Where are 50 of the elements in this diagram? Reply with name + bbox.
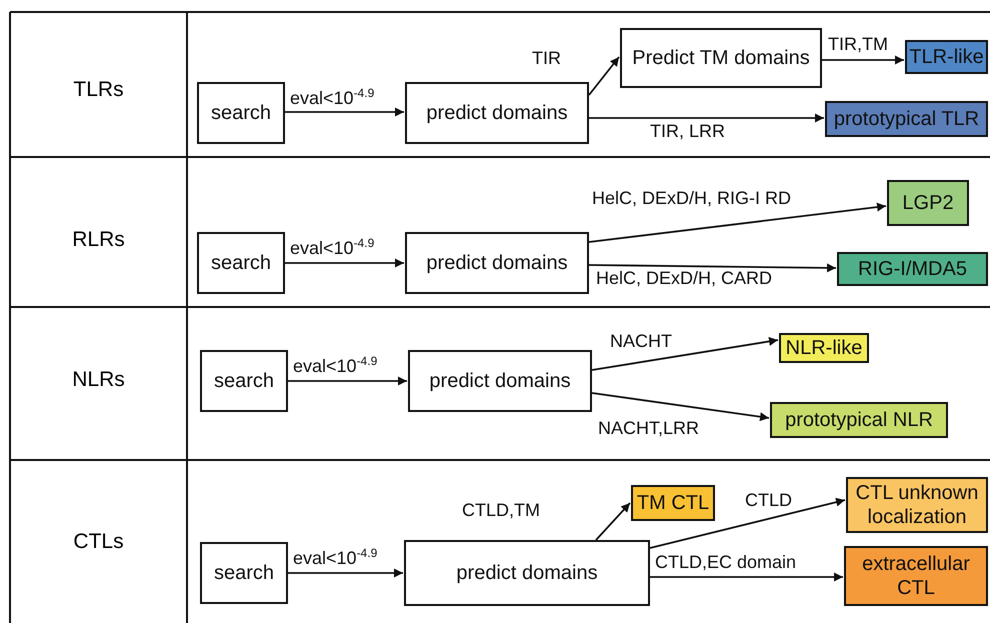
row-header: RLRs: [71, 228, 126, 252]
arrow: [650, 572, 843, 582]
category-box: prototypical NLR: [770, 402, 948, 438]
process-box: search: [197, 82, 285, 144]
category-box: RIG-I/MDA5: [837, 252, 988, 286]
arrow: [588, 263, 836, 272]
arrow: [650, 498, 846, 549]
arrow: [288, 376, 407, 386]
edge-label: eval<10$^{-4.9}$: [290, 86, 374, 109]
edge-label: CTLD: [745, 490, 792, 511]
edge-label: eval<10$^{-4.9}$: [293, 354, 378, 377]
process-box: Predict TM domains: [620, 28, 822, 88]
arrow: [285, 258, 404, 268]
process-box: search: [197, 232, 285, 294]
category-box: TM CTL: [631, 485, 715, 521]
category-box: extracellular CTL: [844, 546, 988, 606]
arrow: [595, 502, 631, 541]
process-box: search: [200, 542, 288, 604]
arrow: [588, 56, 620, 96]
edge-label: NACHT,LRR: [598, 418, 700, 439]
edge-label: CTLD,EC domain: [655, 552, 796, 573]
edge-label: eval<10$^{-4.9}$: [290, 236, 374, 259]
arrow: [589, 114, 824, 122]
edge-label: TIR, LRR: [650, 121, 726, 142]
arrow: [588, 202, 886, 243]
row-header: CTLs: [72, 530, 125, 554]
process-box: predict domains: [408, 350, 592, 412]
process-box: predict domains: [405, 232, 589, 294]
category-box: CTL unknown localization: [846, 477, 988, 533]
arrow: [592, 392, 770, 422]
category-box: NLR-like: [779, 333, 869, 363]
arrow: [285, 108, 404, 116]
row-header: TLRs: [72, 78, 125, 102]
process-box: search: [200, 350, 288, 412]
row-header: NLRs: [71, 368, 126, 392]
arrow: [592, 337, 778, 371]
category-box: LGP2: [887, 180, 969, 226]
edge-label: CTLD,TM: [462, 500, 540, 521]
edge-label: eval<10$^{-4.9}$: [293, 546, 378, 569]
category-box: prototypical TLR: [825, 101, 988, 137]
arrow: [288, 568, 403, 578]
edge-label: TIR,TM: [828, 34, 888, 55]
arrow: [822, 56, 904, 64]
edge-label: HelC, DExD/H, CARD: [596, 268, 772, 289]
edge-label: TIR: [532, 48, 561, 69]
process-box: predict domains: [405, 82, 589, 144]
edge-label: HelC, DExD/H, RIG-I RD: [592, 188, 792, 209]
category-box: TLR-like: [905, 40, 988, 74]
edge-label: NACHT: [610, 331, 672, 352]
process-box: predict domains: [404, 540, 650, 606]
